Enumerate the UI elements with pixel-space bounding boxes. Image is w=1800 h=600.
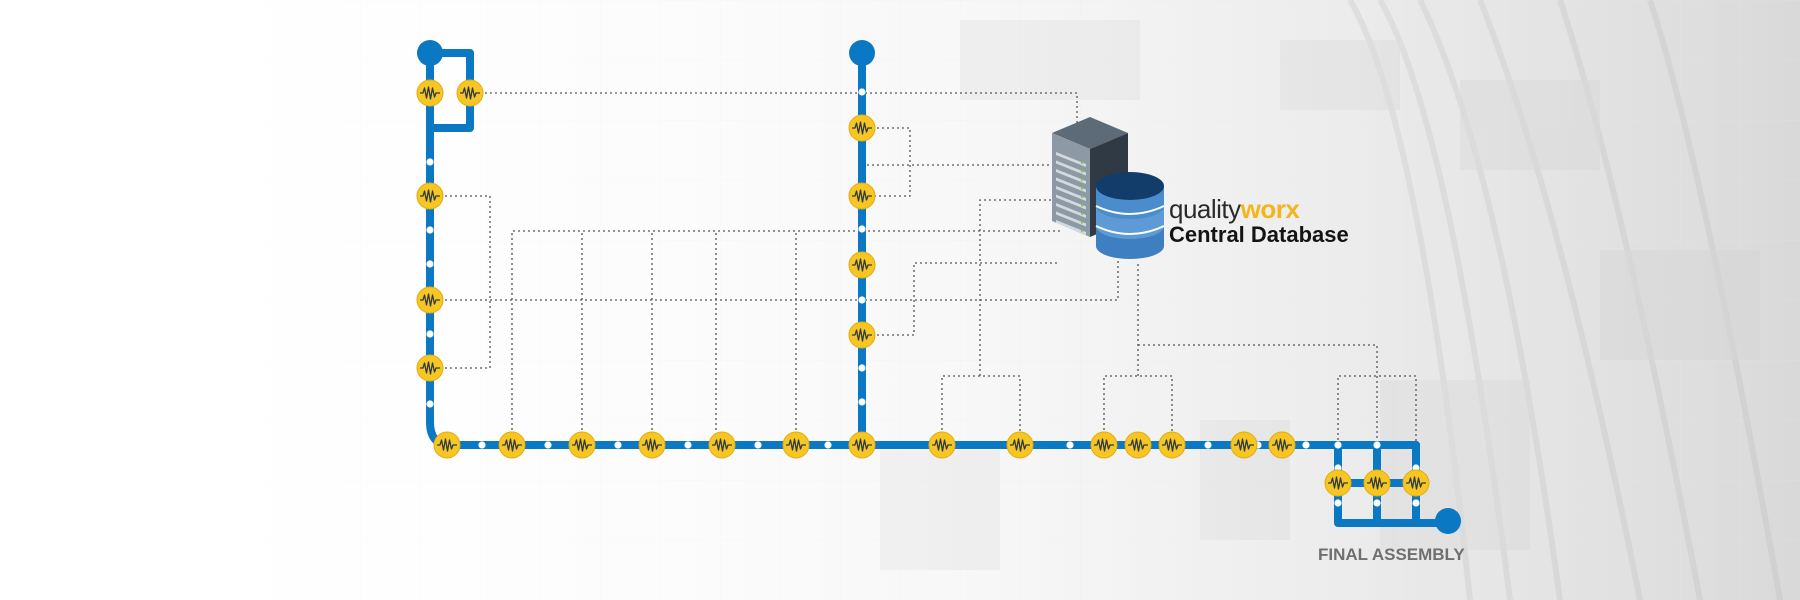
- data-connection-line: [979, 199, 1056, 376]
- waveform-sensor-icon: [568, 431, 596, 459]
- waveform-sensor-icon: [1090, 431, 1118, 459]
- station-dot: [1066, 441, 1074, 449]
- waveform-sensor-icon: [416, 286, 444, 314]
- waveform-sensor-icon: [1268, 431, 1296, 459]
- waveform-sensor-icon: [1324, 469, 1352, 497]
- station-dot: [1373, 499, 1381, 507]
- data-connection-line: [511, 230, 1060, 445]
- waveform-sensor-icon: [782, 431, 810, 459]
- station-dot: [478, 441, 486, 449]
- data-connection-line: [941, 375, 1021, 445]
- waveform-sensor-icon: [708, 431, 736, 459]
- station-dot: [684, 441, 692, 449]
- station-dot: [1373, 441, 1381, 449]
- data-connection-line: [1138, 344, 1378, 445]
- waveform-sensor-icon: [1124, 431, 1152, 459]
- station-dot: [614, 441, 622, 449]
- sensors: [416, 79, 1430, 497]
- data-connections: [430, 92, 1417, 445]
- station-dot: [1412, 499, 1420, 507]
- central-database-label: qualityworx Central Database: [1169, 196, 1349, 246]
- waveform-sensor-icon: [416, 182, 444, 210]
- waveform-sensor-icon: [1158, 431, 1186, 459]
- line-endpoints: [417, 40, 1461, 534]
- database-title: Central Database: [1169, 222, 1349, 247]
- waveform-sensor-icon: [416, 79, 444, 107]
- station-dot: [426, 260, 434, 268]
- waveform-sensor-icon: [498, 431, 526, 459]
- station-dot: [544, 441, 552, 449]
- station-dot: [858, 88, 866, 96]
- waveform-sensor-icon: [848, 321, 876, 349]
- station-dot: [858, 225, 866, 233]
- station-dot: [426, 330, 434, 338]
- station-dot: [824, 441, 832, 449]
- waveform-sensor-icon: [928, 431, 956, 459]
- data-connection-line: [430, 195, 491, 369]
- waveform-sensor-icon: [456, 79, 484, 107]
- waveform-sensor-icon: [848, 431, 876, 459]
- station-dot: [1302, 441, 1310, 449]
- data-connection-line: [1103, 375, 1173, 445]
- waveform-sensor-icon: [416, 354, 444, 382]
- server-rack-icon: [1052, 117, 1128, 237]
- station-dot: [426, 158, 434, 166]
- line-terminus-icon: [1435, 508, 1461, 534]
- station-dot: [858, 398, 866, 406]
- data-connection-line: [862, 127, 911, 197]
- station-dot: [1334, 499, 1342, 507]
- waveform-sensor-icon: [848, 251, 876, 279]
- waveform-sensor-icon: [848, 114, 876, 142]
- brand-name-light: quality: [1169, 194, 1241, 224]
- waveform-sensor-icon: [638, 431, 666, 459]
- brand-logo: qualityworx: [1169, 196, 1349, 222]
- data-connection-line: [862, 262, 1060, 336]
- station-dot: [426, 400, 434, 408]
- waveform-sensor-icon: [848, 182, 876, 210]
- line-terminus-icon: [417, 40, 443, 66]
- station-dot: [858, 364, 866, 372]
- waveform-sensor-icon: [1230, 431, 1258, 459]
- waveform-sensor-icon: [1402, 469, 1430, 497]
- waveform-sensor-icon: [433, 431, 461, 459]
- waveform-sensor-icon: [1363, 469, 1391, 497]
- station-dot: [754, 441, 762, 449]
- data-connection-line: [470, 92, 1078, 133]
- waveform-sensor-icon: [1006, 431, 1034, 459]
- database-icon: [1095, 172, 1165, 259]
- station-dot: [1204, 441, 1212, 449]
- brand-name-accent: worx: [1240, 194, 1300, 224]
- data-connection-line: [1337, 375, 1417, 445]
- final-assembly-label: FINAL ASSEMBLY: [1318, 545, 1465, 564]
- station-dot: [426, 226, 434, 234]
- line-terminus-icon: [849, 40, 875, 66]
- station-dot: [1334, 441, 1342, 449]
- station-dot: [858, 296, 866, 304]
